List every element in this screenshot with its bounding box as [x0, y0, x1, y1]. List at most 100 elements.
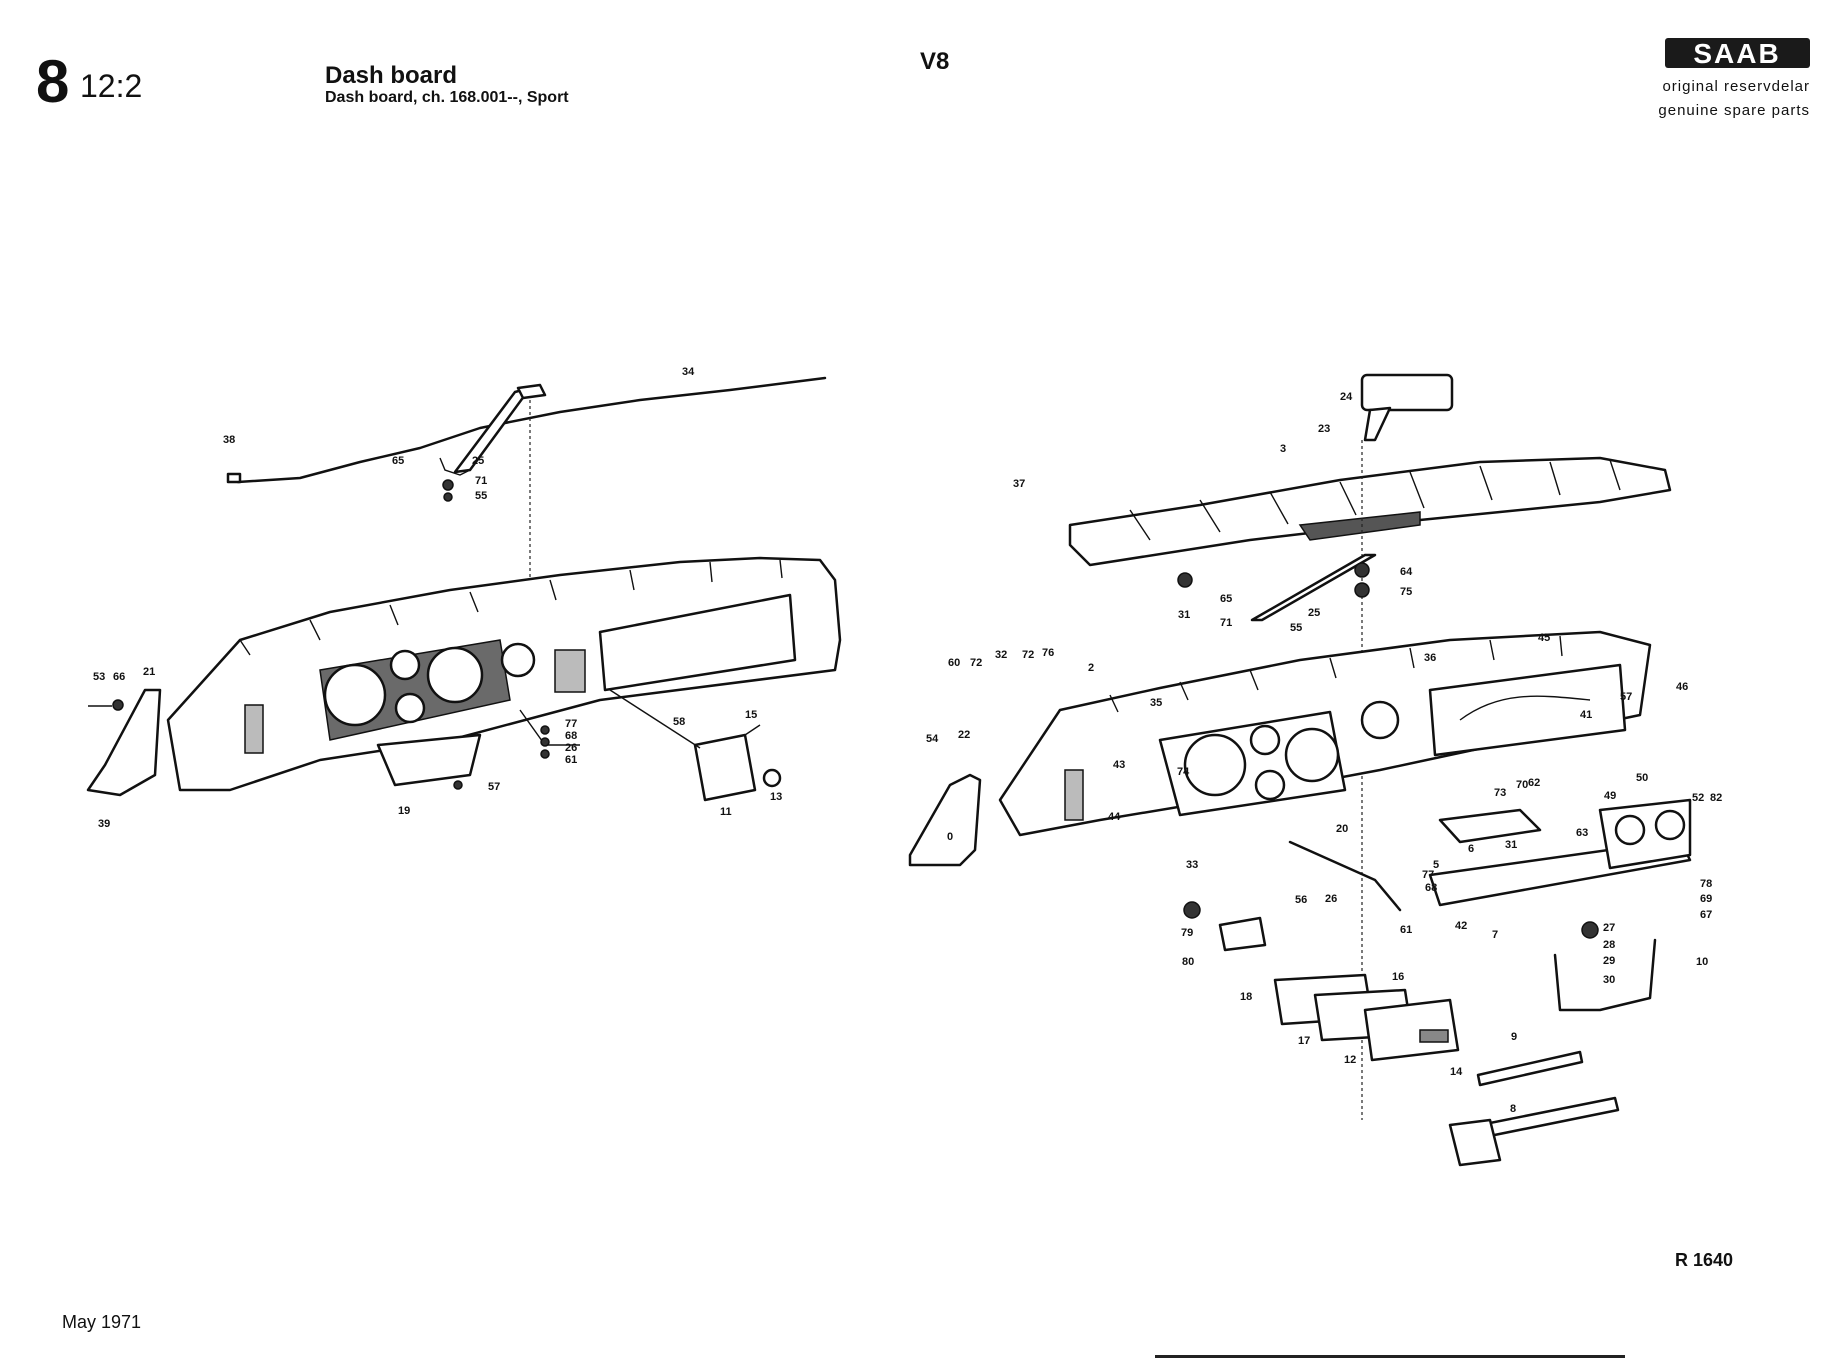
right-callout-16: 16: [1392, 971, 1404, 983]
right-callout-68: 68: [1425, 882, 1437, 894]
page-subtitle: Dash board, ch. 168.001--, Sport: [325, 89, 569, 106]
brand-tagline-sv: original reservdelar: [1662, 78, 1810, 95]
trim-strip: [236, 376, 827, 484]
right-callout-28: 28: [1603, 939, 1615, 951]
right-callout-45: 45: [1538, 632, 1550, 644]
right-callout-76: 76: [1042, 647, 1054, 659]
right-callout-7: 7: [1492, 929, 1498, 941]
left-callout-38: 38: [223, 434, 235, 446]
right-callout-2: 2: [1088, 662, 1094, 674]
left-callout-61: 61: [565, 754, 577, 766]
right-callout-44: 44: [1108, 811, 1121, 823]
footer-rule: [1155, 1355, 1625, 1358]
right-callout-36: 36: [1424, 652, 1436, 664]
right-callout-31: 31: [1178, 609, 1190, 621]
right-callout-57: 57: [1620, 691, 1632, 703]
right-callout-10: 10: [1696, 956, 1708, 968]
left-callout-71: 71: [475, 475, 487, 487]
right-callout-64: 64: [1400, 566, 1413, 578]
left-callout-34: 34: [682, 366, 695, 378]
right-callout-82: 82: [1710, 792, 1722, 804]
right-callout-80: 80: [1182, 956, 1194, 968]
left-callout-68: 68: [565, 730, 577, 742]
right-callout-43: 43: [1113, 759, 1125, 771]
right-callout-69: 69: [1700, 893, 1712, 905]
right-callout-42: 42: [1455, 920, 1467, 932]
right-callout-20: 20: [1336, 823, 1348, 835]
right-callout-8: 8: [1510, 1103, 1516, 1115]
right-callout-29: 29: [1603, 955, 1615, 967]
section-number: 8: [36, 48, 70, 115]
right-dashboard-assembly: [908, 373, 1692, 1167]
left-callout-53: 53: [93, 671, 105, 683]
side-panel: [908, 773, 982, 867]
right-callout-74: 74: [1177, 766, 1190, 778]
right-callout-30: 30: [1603, 974, 1615, 986]
right-callout-27: 27: [1603, 922, 1615, 934]
right-callout-24: 24: [1340, 391, 1353, 403]
right-callout-32: 32: [995, 649, 1007, 661]
top-pad: [1068, 456, 1672, 567]
right-callout-71: 71: [1220, 617, 1232, 629]
saab-logo: SAAB: [1665, 38, 1810, 69]
right-callout-14: 14: [1450, 1066, 1463, 1078]
right-callout-78: 78: [1700, 878, 1712, 890]
right-callout-70: 70: [1516, 779, 1528, 791]
right-callout-33: 33: [1186, 859, 1198, 871]
left-callout-57: 57: [488, 781, 500, 793]
ashtray: [1363, 998, 1460, 1062]
left-callout-66: 66: [113, 671, 125, 683]
right-callout-77: 77: [1422, 869, 1434, 881]
right-callout-49: 49: [1604, 790, 1616, 802]
left-callout-11: 11: [720, 806, 732, 818]
right-callout-5: 5: [1433, 859, 1439, 871]
right-callout-72: 72: [970, 657, 982, 669]
right-callout-22: 22: [958, 729, 970, 741]
reference-code: R 1640: [1675, 1250, 1734, 1270]
right-callout-63: 63: [1576, 827, 1588, 839]
publication-date: May 1971: [62, 1312, 142, 1332]
left-callout-13: 13: [770, 791, 782, 803]
right-callout-55: 55: [1290, 622, 1302, 634]
right-callout-6: 6: [1468, 843, 1474, 855]
right-callout-72: 72: [1022, 649, 1034, 661]
right-callout-9: 9: [1511, 1031, 1517, 1043]
right-callout-17: 17: [1298, 1035, 1310, 1047]
right-callout-65: 65: [1220, 593, 1232, 605]
right-callout-62: 62: [1528, 777, 1540, 789]
right-callout-31: 31: [1505, 839, 1517, 851]
model-code: V8: [920, 48, 950, 75]
right-callout-73: 73: [1494, 787, 1506, 799]
right-callout-41: 41: [1580, 709, 1592, 721]
left-callout-21: 21: [143, 666, 155, 678]
right-callout-26: 26: [1325, 893, 1337, 905]
brand-tagline-en: genuine spare parts: [1658, 102, 1810, 119]
right-callout-37: 37: [1013, 478, 1025, 490]
right-callout-50: 50: [1636, 772, 1648, 784]
left-callout-77: 77: [565, 718, 577, 730]
right-callout-67: 67: [1700, 909, 1712, 921]
right-callout-61: 61: [1400, 924, 1412, 936]
right-callout-23: 23: [1318, 423, 1330, 435]
left-dashboard-assembly: [86, 376, 842, 802]
side-panel: [86, 688, 162, 797]
right-callout-56: 56: [1295, 894, 1307, 906]
left-callout-55: 55: [475, 490, 487, 502]
right-callout-3: 3: [1280, 443, 1286, 455]
left-callout-19: 19: [398, 805, 410, 817]
right-callout-52: 52: [1692, 792, 1704, 804]
right-callout-18: 18: [1240, 991, 1252, 1003]
left-callout-65: 65: [392, 455, 404, 467]
right-callout-60: 60: [948, 657, 960, 669]
section-subnumber: 12:2: [80, 68, 143, 104]
right-callout-54: 54: [926, 733, 939, 745]
right-callout-79: 79: [1181, 927, 1193, 939]
rear-view-mirror: [1360, 373, 1454, 412]
left-callout-25: 25: [472, 455, 484, 467]
right-callout-25: 25: [1308, 607, 1320, 619]
left-callout-58: 58: [673, 716, 685, 728]
right-callout-75: 75: [1400, 586, 1412, 598]
right-callout-35: 35: [1150, 697, 1162, 709]
left-callout-15: 15: [745, 709, 757, 721]
